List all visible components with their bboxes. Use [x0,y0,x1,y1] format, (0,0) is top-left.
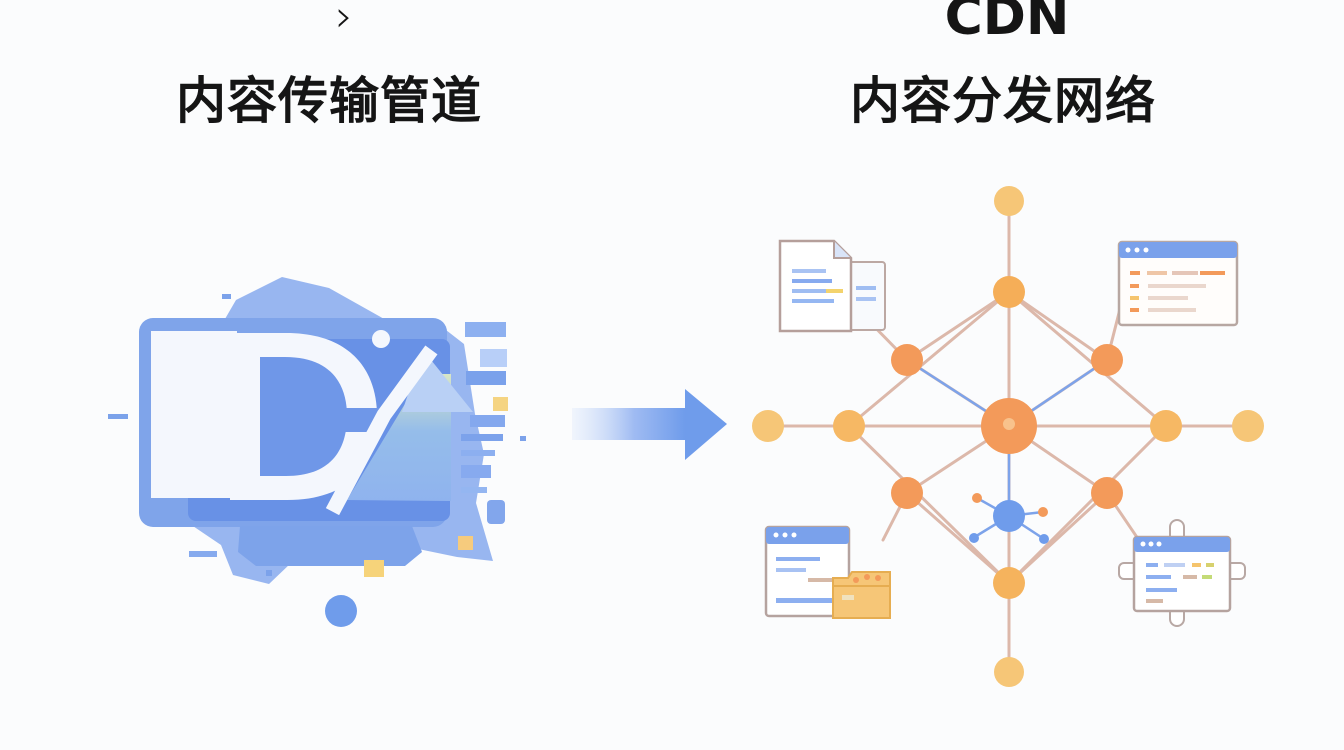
left-outer-node [752,410,784,442]
blue-dot-right [520,436,526,441]
left-chevron-icon: › [335,0,353,42]
arrow-head [685,389,727,460]
right-outer-node [1232,410,1264,442]
blue-block-1 [465,322,506,337]
blue-dot-bottom [266,570,272,576]
bottom-node [994,657,1024,687]
browser-window-top-right [1117,240,1239,327]
blue-circle [325,595,357,627]
small-blue-node-1 [969,533,979,543]
lower-node [993,567,1025,599]
blue-block-2 [480,349,507,367]
document-icon-top-left [778,239,886,333]
browser-window-bottom-right [1118,519,1246,627]
transfer-arrow [572,389,727,460]
blue-line-3 [461,487,487,493]
blue-block-5 [461,465,491,478]
cdn-network [752,186,1264,687]
small-blue-node-2 [1039,534,1049,544]
upper-left-node [891,344,923,376]
upper-right-node [1091,344,1123,376]
blue-line-1 [461,434,503,441]
id-pipeline-illustration [108,277,526,627]
blue-line-2 [461,450,495,456]
right-title: 内容分发网络 [850,72,1156,130]
left-title: 内容传输管道 [176,72,482,130]
upper-node [993,276,1025,308]
letter-i-top [151,331,237,345]
monitor-stand [238,526,422,566]
blue-block-3 [466,371,506,385]
blue-dot-top [222,294,231,299]
central-node-highlight [1003,418,1015,430]
blue-dash-left [108,414,128,419]
blue-block-6 [487,500,505,524]
orbit-dot [372,330,390,348]
right-node [1150,410,1182,442]
cdn-heading: CDN [944,0,1070,47]
lower-left-node [891,477,923,509]
lower-right-node [1091,477,1123,509]
small-orange-node-2 [1038,507,1048,517]
arrow-shaft [572,408,685,440]
letter-d-inner [260,357,347,476]
blue-block-4 [470,415,505,427]
yellow-block-3 [364,560,384,577]
letter-i-bottom [151,482,237,498]
yellow-block-1 [493,397,508,411]
left-node [833,410,865,442]
blue-hub-node [993,500,1025,532]
upward-arrow-stroke [325,345,438,516]
letter-i-bar [151,331,230,498]
browser-window-bottom-left [764,525,891,619]
small-orange-node-1 [972,493,982,503]
blue-dash-bottom [189,551,217,557]
yellow-block-2 [458,536,473,550]
top-node [994,186,1024,216]
